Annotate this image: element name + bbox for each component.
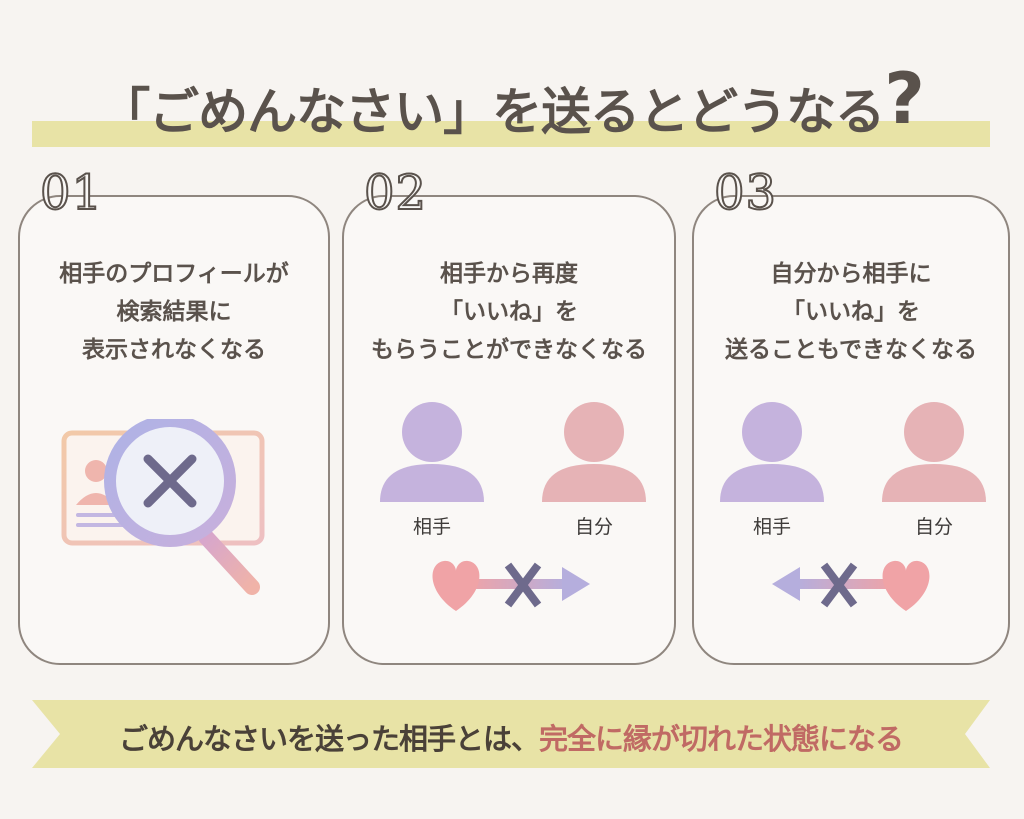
partner-person-icon [720, 402, 824, 502]
question-mark: ? [884, 58, 925, 140]
card-number: 01 [39, 165, 104, 221]
card-line: 相手から再度 [440, 261, 578, 287]
title-highlight-bar [32, 121, 990, 147]
header: 「ごめんなさい」を送るとどうなる? [0, 0, 1024, 160]
profile-search-blocked-icon [61, 419, 265, 595]
card-03: 03 自分から相手に 「いいね」を 送ることもできなくなる 相手 自分 [692, 168, 1010, 665]
summary-text-accent: 完全に縁が切れた状態になる [539, 722, 904, 756]
self-person-icon [882, 402, 986, 502]
card-line: 表示されなくなる [82, 337, 266, 363]
summary-text-plain: ごめんなさいを送った相手とは、 [118, 722, 540, 756]
card-line: 「いいね」を [440, 299, 578, 325]
like-blocked-arrow-icon [772, 560, 930, 611]
card-line: 検索結果に [116, 299, 232, 325]
person-label: 自分 [914, 516, 953, 538]
card-line: 送ることもできなくなる [724, 337, 978, 363]
card-description: 相手のプロフィールが 検索結果に 表示されなくなる [20, 255, 328, 369]
card-line: 「いいね」を [782, 299, 920, 325]
partner-person-icon [380, 402, 484, 502]
self-person-icon [542, 402, 646, 502]
person-label: 相手 [412, 516, 451, 538]
card-description: 自分から相手に 「いいね」を 送ることもできなくなる [694, 255, 1008, 369]
like-blocked-arrow-icon [432, 560, 590, 611]
ribbon-shape [32, 700, 990, 768]
summary-text: ごめんなさいを送った相手とは、完全に縁が切れた状態になる [32, 716, 990, 758]
card-number: 03 [713, 165, 778, 221]
card-line: もらうことができなくなる [371, 337, 647, 363]
card-line: 自分から相手に [770, 261, 932, 287]
person-label: 自分 [574, 516, 613, 538]
card-description: 相手から再度 「いいね」を もらうことができなくなる [344, 255, 674, 369]
page-title-text: 「ごめんなさい」を送るとどうなる [100, 83, 885, 141]
card-line: 相手のプロフィールが [59, 261, 289, 287]
page-title: 「ごめんなさい」を送るとどうなる? [0, 58, 1024, 146]
card-number: 02 [363, 165, 428, 221]
card-01: 01 相手のプロフィールが 検索結果に 表示されなくなる [18, 168, 330, 665]
person-label: 相手 [752, 516, 791, 538]
summary-ribbon: ごめんなさいを送った相手とは、完全に縁が切れた状態になる [32, 700, 990, 768]
card-02: 02 相手から再度 「いいね」を もらうことができなくなる 相手 自分 [342, 168, 676, 665]
